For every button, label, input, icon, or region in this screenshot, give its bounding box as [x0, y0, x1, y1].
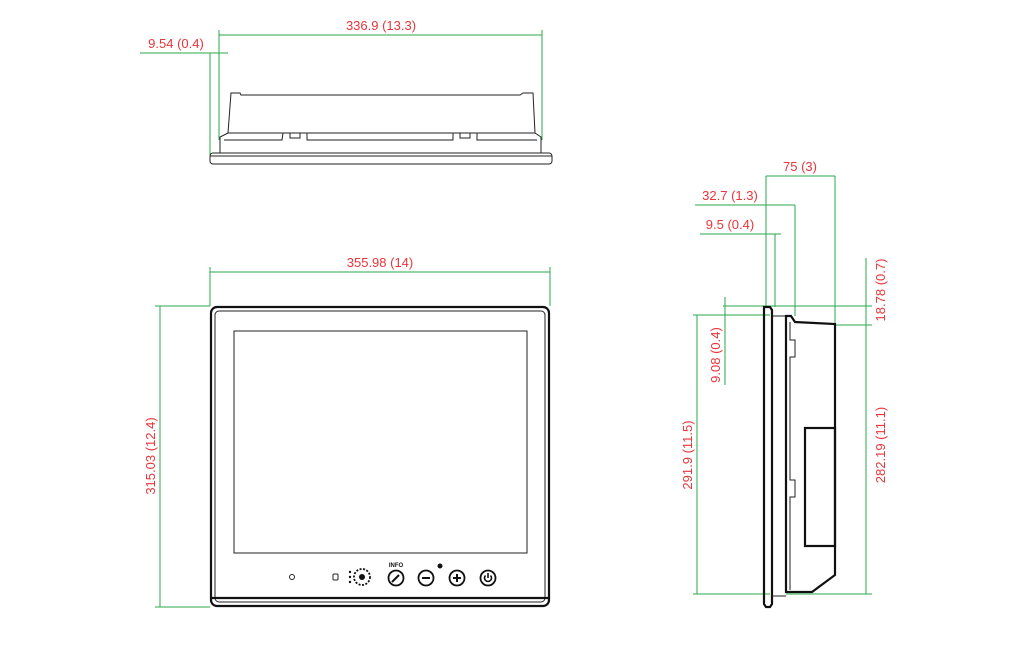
sun-icon — [437, 563, 443, 569]
top-offset-label: 9.54 (0.4) — [148, 36, 204, 51]
body-height-label: 282.19 (11.1) — [873, 407, 888, 483]
front-view: 355.98 (14) 315.03 (12.4) INFO — [143, 255, 551, 608]
info-label: INFO — [389, 563, 404, 569]
side-view: 75 (3) 32.7 (1.3) 9.5 (0.4) 18.78 (0.7) … — [680, 159, 888, 609]
depth2-label: 32.7 (1.3) — [702, 188, 758, 203]
front-height-label: 315.03 (12.4) — [143, 417, 158, 494]
side-bezel — [762, 305, 774, 609]
plus-icon — [453, 574, 461, 582]
power-icon — [483, 573, 493, 583]
top-view: 336.9 (13.3) 9.54 (0.4) — [140, 18, 553, 165]
top-offset-label: 18.78 (0.7) — [873, 259, 888, 322]
key-icon — [391, 574, 400, 583]
cutout-height-label: 291.9 (11.5) — [680, 420, 695, 489]
depth-label: 75 (3) — [783, 159, 817, 174]
front-width-label: 355.98 (14) — [347, 255, 414, 270]
bezel-label: 9.5 (0.4) — [706, 217, 754, 232]
panel-offset-label: 9.08 (0.4) — [708, 327, 723, 383]
side-connector-housing — [803, 426, 837, 548]
screen-area — [233, 330, 528, 554]
brightness-dial-dots — [348, 570, 352, 584]
led-indicator — [289, 574, 295, 580]
lock-icon — [332, 573, 339, 581]
top-body — [219, 92, 542, 153]
top-flange — [209, 152, 553, 165]
front-bezel — [209, 305, 551, 608]
top-width-label: 336.9 (13.3) — [346, 18, 416, 33]
